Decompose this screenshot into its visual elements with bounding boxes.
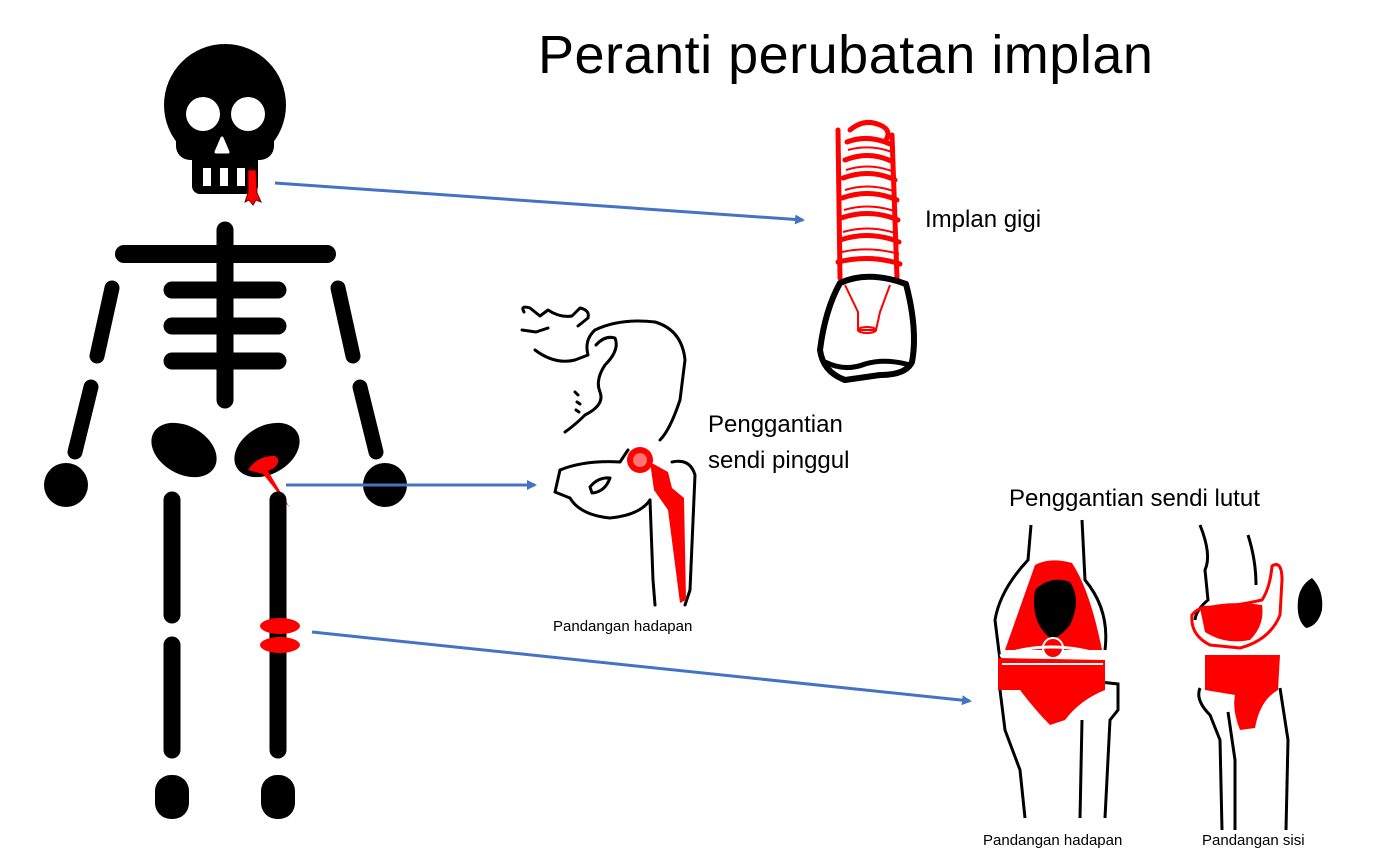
knee-implant-marker-bottom — [260, 637, 300, 653]
arrow-dental — [274, 181, 805, 225]
knee-front-view — [993, 519, 1120, 819]
knee-side-view — [1190, 524, 1323, 831]
spine-ribs — [115, 221, 336, 409]
label-hip-line1: Penggantian — [708, 411, 843, 438]
caption-knee-side-view: Pandangan sisi — [1202, 832, 1305, 849]
skull-icon — [164, 44, 286, 206]
label-dental-implant: Implan gigi — [925, 206, 1042, 233]
caption-hip-view: Pandangan hadapan — [553, 618, 693, 635]
label-hip-line2: sendi pinggul — [708, 447, 850, 474]
caption-knee-front-view: Pandangan hadapan — [983, 832, 1123, 849]
arrow-knee — [311, 630, 972, 706]
arms — [67, 280, 384, 460]
knee-implant-marker-top — [260, 618, 300, 634]
label-knee-replacement: Penggantian sendi lutut — [1009, 485, 1260, 512]
hip-implant-marker — [248, 455, 290, 508]
page-title: Peranti perubatan implan — [538, 25, 1154, 85]
